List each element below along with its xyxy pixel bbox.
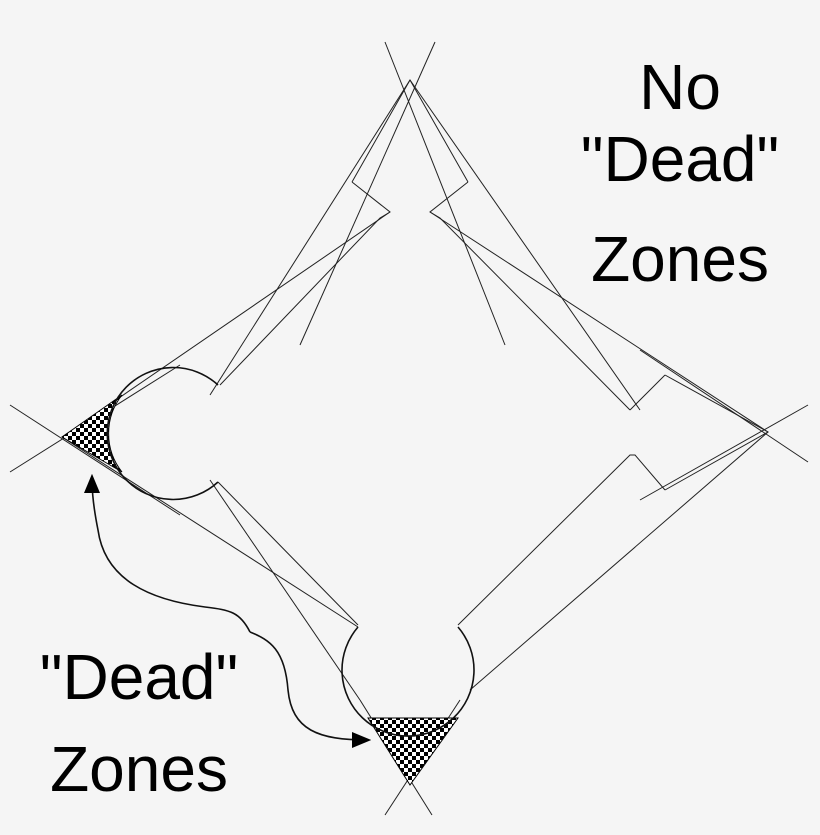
no-dead-zones-line-1: No xyxy=(639,51,721,123)
dead-zones-line-1: "Dead" xyxy=(39,641,239,713)
dead-zone-arrows xyxy=(84,473,372,748)
bottom-pocket xyxy=(341,626,475,786)
dead-zones-label: "Dead" Zones xyxy=(8,645,270,801)
no-dead-zones-line-2: "Dead" xyxy=(580,123,780,195)
right-vertex-cross-lines xyxy=(639,349,809,501)
no-dead-zones-label: No "Dead" Zones xyxy=(560,55,800,291)
left-dead-zone-fill xyxy=(61,394,123,473)
top-pocket xyxy=(209,78,641,411)
left-pocket xyxy=(61,366,219,501)
top-vertex-cross-lines xyxy=(299,41,506,346)
no-dead-zones-line-3: Zones xyxy=(591,223,769,295)
bottom-dead-zone-fill xyxy=(367,717,459,786)
right-pocket xyxy=(429,211,770,691)
dead-zones-line-2: Zones xyxy=(50,733,228,805)
